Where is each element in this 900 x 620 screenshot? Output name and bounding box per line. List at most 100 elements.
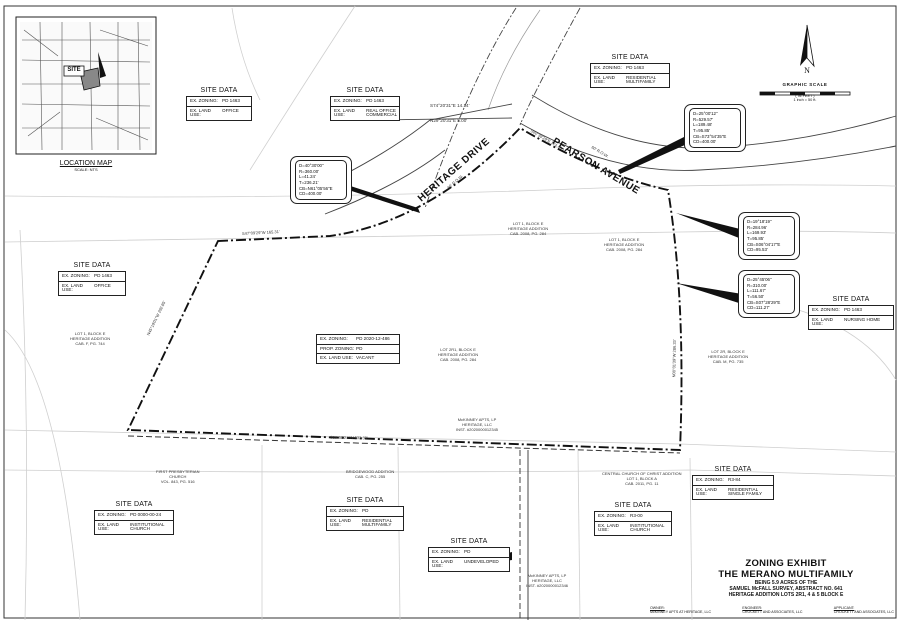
location-map: [15, 16, 157, 155]
land-use-value: NURSING HOME: [844, 316, 881, 322]
subject-site-data: EX. ZONING:PD 2020-12-486 PROP. ZONING:P…: [316, 334, 400, 364]
curve-line: D=40°30'00": [299, 163, 324, 168]
lot-line: HERITAGE ADDITION: [708, 353, 749, 359]
engineer-head: ENGINEER:: [742, 606, 763, 610]
zoning-key: EX. ZONING:: [598, 513, 626, 518]
lot-label-8: CENTRAL CHURCH OF CHRIST ADDITION LOT 1,…: [602, 471, 682, 486]
land-use-value: RESIDENTIAL MULTIFAMILY: [362, 517, 392, 528]
graphic-scale-bar: [759, 91, 851, 96]
site-data-title: SITE DATA: [346, 87, 384, 94]
title-block-title-1: ZONING EXHIBIT: [745, 558, 827, 569]
title-block-footer: OWNER:McKINNEY APTS AT HERITAGE, LLC ENG…: [650, 606, 894, 615]
land-use-key: EX. LAND USE:: [190, 107, 211, 118]
north-arrow: [800, 24, 815, 68]
lot-label-5: LOT 2R, BLOCK E HERITAGE ADDITION CAB. M…: [708, 349, 749, 364]
curve-line: CD=111.27': [747, 305, 770, 311]
curve-line: T=56.50': [747, 293, 765, 299]
site-data-title: SITE DATA: [614, 502, 652, 509]
owner-head: OWNER:: [650, 606, 665, 610]
land-use-key: EX. LAND USE:: [598, 522, 619, 533]
owner-block: OWNER:McKINNEY APTS AT HERITAGE, LLC: [650, 606, 711, 615]
land-use-key: EX. LAND USE:: [696, 486, 717, 497]
land-use-key: EX. LAND USE:: [320, 355, 353, 361]
lot-line: INST. #2020000012345: [456, 426, 499, 432]
lot-line: BRIDGEWOOD ADDITION: [346, 469, 395, 474]
lot-line: HERITAGE, LLC: [532, 577, 562, 583]
lot-label-3: LOT 1, BLOCK E HERITAGE ADDITION CAB. F,…: [70, 331, 111, 346]
curve-data-c3: D=19°18'19" R=284.96' L=169.93' T=95.85'…: [738, 212, 800, 260]
subject-boundary: [126, 126, 683, 451]
zoning-key: EX. ZONING:: [190, 98, 218, 103]
site-data-ne: SITE DATA EX. ZONING:PD 1463 EX. LAND US…: [590, 54, 670, 88]
engineer-block: ENGINEER:CROCKETT AND ASSOCIATES, LLC: [742, 606, 802, 615]
lot-label-9: McKINNEY APTS, LP HERITAGE, LLC INST. #2…: [456, 417, 499, 432]
lot-line: LOT 1, BLOCK E: [608, 237, 640, 242]
pearson-avenue-row: [424, 7, 897, 209]
land-use-value: INSTITUTIONAL CHURCH: [130, 521, 165, 532]
bearing-label-7: S89°58'21"W 532.33': [329, 434, 368, 441]
prop-zoning-value: PD: [356, 345, 363, 351]
site-data-table: EX. ZONING:PD 1463 EX. LAND USE:OFFICE: [58, 271, 126, 296]
lot-line: McKINNEY APTS, LP: [457, 417, 497, 422]
subject-site-table: EX. ZONING:PD 2020-12-486 PROP. ZONING:P…: [316, 334, 400, 364]
bearing-label-6: N00°01'39"W 286.33': [671, 339, 677, 378]
zoning-value: R3-00: [630, 513, 643, 518]
curve-line: R=360.00': [299, 168, 320, 174]
site-data-sm: SITE DATA EX. ZONING: R3-00 EX. LAND USE:…: [594, 502, 672, 536]
site-data-table: EX. ZONING:PD 1463 EX. LAND USE:REAL OFF…: [330, 96, 400, 121]
bearing-label-2: N29°20'31"E 5.00': [430, 118, 468, 123]
site-data-sb: SITE DATA EX. ZONING:PD EX. LAND USE:UND…: [428, 538, 510, 572]
site-data-sw: SITE DATA EX. ZONING:PD 0000-00-24 EX. L…: [94, 501, 174, 535]
title-block-sub-1: BEING 5.9 ACRES OF THE: [754, 580, 818, 586]
curve-line: D=19°18'19": [747, 219, 772, 224]
land-use-value: UNDEVELOPED: [464, 558, 499, 564]
applicant-block: APPLICANT:CROCKETT AND ASSOCIATES, LLC: [834, 606, 894, 615]
zoning-value: R3-84: [728, 477, 741, 482]
site-data-nw: SITE DATA EX. ZONING:PD 1463 EX. LAND US…: [186, 87, 252, 121]
site-data-table: EX. ZONING:R3-84 EX. LAND USE:RESIDENTIA…: [692, 475, 774, 500]
curve-line: T=236.21': [299, 179, 319, 185]
lot-line: CHURCH: [169, 473, 187, 479]
curve-line: CD=400.00': [693, 139, 717, 145]
site-data-e: SITE DATA EX. ZONING:PD 1463 EX. LAND US…: [808, 296, 894, 330]
lot-line: INST. #2020000012346: [526, 582, 569, 588]
applicant-text: CROCKETT AND ASSOCIATES, LLC: [833, 610, 894, 615]
land-use-key: EX. LAND USE:: [334, 107, 355, 118]
south-easement-lines: [519, 450, 529, 620]
curve-line: T=95.85': [747, 235, 765, 241]
lot-line: HERITAGE ADDITION: [508, 225, 549, 231]
zoning-key: EX. ZONING:: [334, 98, 362, 103]
site-data-title: SITE DATA: [611, 54, 649, 61]
bearing-label-1: S74°20'31"E 14.14': [430, 103, 470, 108]
lot-line: CAB. 2008, PG. 284: [439, 356, 477, 362]
land-use-value: VACANT: [356, 355, 375, 361]
site-data-table: EX. ZONING:PD EX. LAND USE:RESIDENTIAL M…: [326, 506, 404, 531]
lot-line: CAB. 2008, PG. 284: [605, 246, 643, 252]
zoning-value: PD 1463: [94, 273, 112, 278]
curve-line: R=310.00': [747, 282, 768, 288]
site-data-title: SITE DATA: [450, 538, 488, 545]
zoning-key: EX. ZONING:: [98, 512, 126, 517]
title-block-sub-2: SAMUEL McFALL SURVEY, ABSTRACT NO. 641: [729, 586, 843, 592]
location-map-title: LOCATION MAP: [59, 160, 113, 167]
lot-label-1: LOT 1, BLOCK E HERITAGE ADDITION CAB. 20…: [508, 221, 549, 236]
zoning-value: PD 0000-00-24: [130, 512, 162, 517]
south-row-line: [127, 435, 681, 454]
lot-line: HERITAGE ADDITION: [70, 335, 111, 341]
sheet-border: [3, 5, 897, 619]
site-data-table: EX. ZONING:PD 1463 EX. LAND USE:RESIDENT…: [590, 63, 670, 88]
title-block-sub-3: HERITAGE ADDITION LOTS 2R1, 4 & 5 BLOCK …: [728, 592, 844, 598]
land-use-value: RESIDENTIAL SINGLE FAMILY: [728, 486, 763, 497]
curve-line: D=25°45'06": [747, 277, 772, 282]
lot-label-7: BRIDGEWOOD ADDITION CAB. C, PG. 255: [346, 469, 395, 480]
land-use-key: EX. LAND USE:: [62, 282, 83, 293]
title-block: ZONING EXHIBIT THE MERANO MULTIFAMILY BE…: [706, 558, 866, 598]
graphic-scale-unit: ( IN FEET ): [795, 94, 815, 98]
location-map-caption: LOCATION MAP SCALE: NTS: [40, 160, 132, 172]
land-use-value: REAL OFFICE COMMERCIAL: [366, 107, 398, 118]
lot-line: LOT 1, BLOCK A: [626, 475, 657, 481]
zoning-value: PD: [362, 508, 369, 513]
lot-line: LOT 2R1, BLOCK E: [440, 347, 476, 352]
site-data-title: SITE DATA: [346, 497, 384, 504]
lot-line: CENTRAL CHURCH OF CHRIST ADDITION: [602, 471, 682, 476]
